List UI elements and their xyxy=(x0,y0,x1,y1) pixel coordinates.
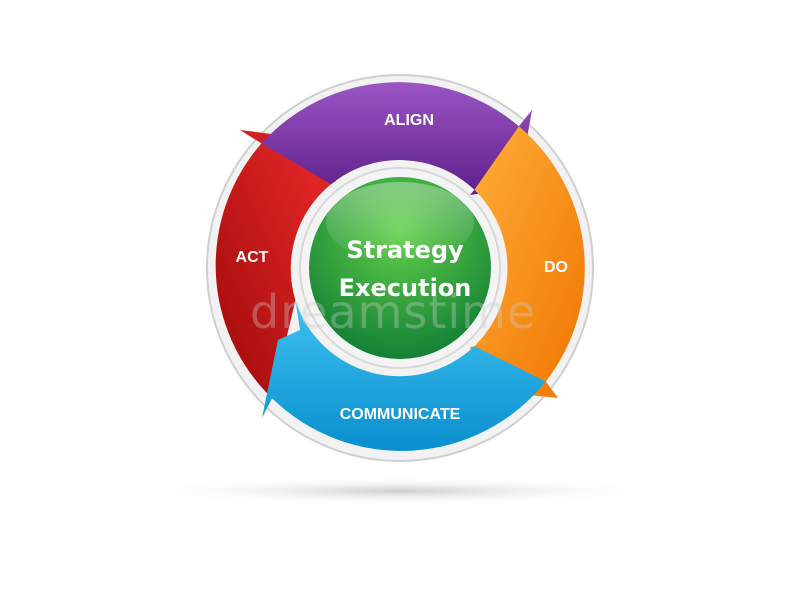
do-arrow-segment xyxy=(470,126,585,399)
act-arrow-segment xyxy=(215,130,336,399)
act-label: ACT xyxy=(236,249,269,266)
communicate-label: COMMUNICATE xyxy=(340,406,461,423)
watermark-text: dreamstime xyxy=(250,285,536,339)
center-gloss xyxy=(326,182,474,262)
communicate-arrow-segment xyxy=(262,300,546,451)
align-arrow-segment xyxy=(261,82,532,195)
align-label: ALIGN xyxy=(384,112,434,129)
ground-shadow xyxy=(130,477,670,505)
center-title-line2: Execution xyxy=(339,274,472,302)
center-title-line1: Strategy xyxy=(346,236,464,264)
do-label: DO xyxy=(544,259,568,276)
